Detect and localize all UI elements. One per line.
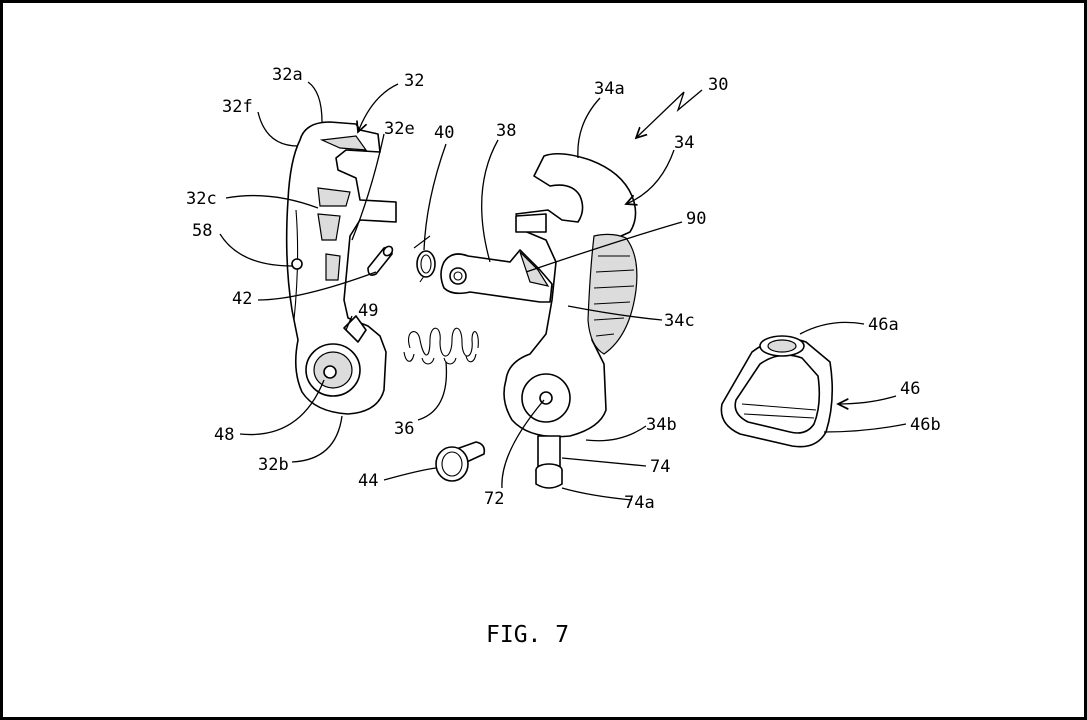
ref-32c: 32c (186, 189, 217, 209)
ref-74: 74 (650, 457, 670, 477)
leader-lines (219, 81, 907, 501)
compression-spring-36 (403, 327, 479, 365)
ref-58: 58 (192, 221, 212, 241)
ref-34a: 34a (594, 79, 625, 99)
ref-74a: 74a (624, 493, 655, 513)
ref-46a: 46a (868, 315, 899, 335)
ref-90: 90 (686, 209, 706, 229)
pin-42 (367, 245, 394, 276)
torsion-spring-40 (413, 235, 436, 283)
ref-46b: 46b (910, 415, 941, 435)
ring-46 (720, 335, 834, 448)
rivet-44 (435, 441, 486, 482)
ref-34: 34 (674, 133, 694, 153)
ref-36: 36 (394, 419, 414, 439)
figure-caption: FIG. 7 (486, 622, 569, 648)
housing-half-32 (285, 121, 397, 415)
ref-34b: 34b (646, 415, 677, 435)
ref-34c: 34c (664, 311, 695, 331)
ref-72: 72 (484, 489, 504, 509)
ref-38: 38 (496, 121, 516, 141)
ref-32e: 32e (384, 119, 415, 139)
ref-48: 48 (214, 425, 234, 445)
ref-30: 30 (708, 75, 728, 95)
ref-32a: 32a (272, 65, 303, 85)
ref-42: 42 (232, 289, 252, 309)
ref-49: 49 (358, 301, 378, 321)
ref-40: 40 (434, 123, 454, 143)
ref-46: 46 (900, 379, 920, 399)
housing-half-34 (503, 152, 638, 489)
ref-32f: 32f (222, 97, 253, 117)
reference-numerals: 32a 32 32f 32e 32c 58 42 49 48 32b 40 38… (186, 65, 941, 513)
ref-32: 32 (404, 71, 424, 91)
ref-44: 44 (358, 471, 378, 491)
lever-38 (440, 249, 553, 303)
ref-32b: 32b (258, 455, 289, 475)
